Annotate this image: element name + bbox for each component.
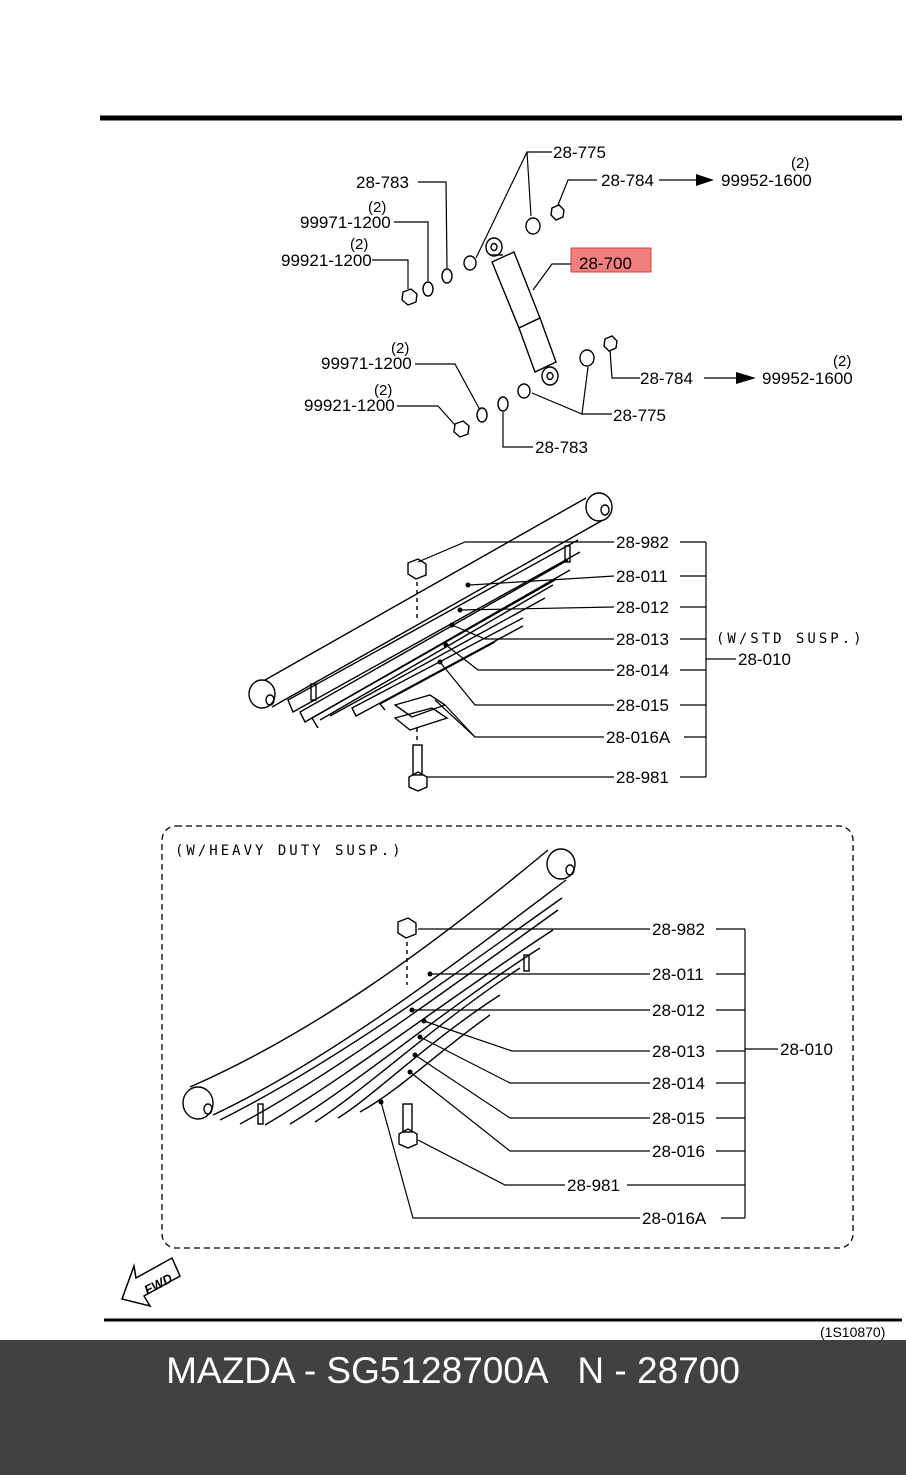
- part-label[interactable]: 99971-1200: [300, 213, 391, 232]
- heavy-susp-note: (W/HEAVY DUTY SUSP.): [175, 843, 404, 859]
- quantity-label: (2): [368, 199, 386, 216]
- footer-bar: [0, 1340, 906, 1475]
- std-leaf-spring-drawing: [248, 492, 613, 792]
- highlight-box: [570, 247, 652, 273]
- part-label[interactable]: 99921-1200: [281, 251, 372, 270]
- assembly-label[interactable]: 28-010: [738, 650, 791, 669]
- part-label[interactable]: 28-015: [652, 1109, 705, 1128]
- part-label[interactable]: 28-981: [567, 1176, 620, 1195]
- quantity-label: (2): [391, 340, 409, 357]
- part-label[interactable]: 28-013: [616, 630, 669, 649]
- reference-label[interactable]: 99952-1600: [762, 369, 853, 388]
- shock-leaders: [372, 151, 738, 448]
- quantity-label: (2): [374, 382, 392, 399]
- bolt-icon: [412, 744, 423, 776]
- heavy-spring-leaders: [380, 928, 778, 1219]
- part-label[interactable]: 99921-1200: [304, 396, 395, 415]
- reference-label[interactable]: 99952-1600: [721, 171, 812, 190]
- nut-icon: [603, 335, 618, 352]
- part-label[interactable]: 28-014: [652, 1074, 705, 1093]
- nut-icon: [401, 288, 418, 306]
- nut-icon: [550, 204, 565, 221]
- highlighted-part-label[interactable]: 28-700: [579, 254, 632, 273]
- parts-diagram: 28-775 28-784 99952-1600 (2) 28-783 (2) …: [100, 115, 902, 1340]
- quantity-label: (2): [350, 236, 368, 253]
- part-label[interactable]: 28-783: [535, 438, 588, 457]
- bushing-icon: [441, 268, 453, 284]
- arrow-icon: [736, 372, 756, 384]
- fwd-arrow-icon: FWD: [121, 1256, 181, 1308]
- washer-icon: [476, 407, 488, 423]
- nut-icon: [397, 917, 417, 939]
- nut-icon: [407, 558, 427, 580]
- part-label[interactable]: 28-982: [652, 920, 705, 939]
- assembly-label[interactable]: 28-010: [780, 1040, 833, 1059]
- washer-icon: [422, 281, 434, 297]
- part-label[interactable]: 28-784: [601, 171, 654, 190]
- nut-icon: [453, 420, 470, 438]
- part-label[interactable]: 28-775: [553, 143, 606, 162]
- part-label[interactable]: 28-981: [616, 768, 669, 787]
- part-label[interactable]: 28-982: [616, 533, 669, 552]
- bushing-icon: [579, 349, 595, 367]
- std-spring-leaders: [417, 541, 736, 778]
- part-label[interactable]: 28-014: [616, 661, 669, 680]
- part-label[interactable]: 28-016A: [606, 728, 671, 747]
- part-label[interactable]: 28-783: [356, 173, 409, 192]
- heavy-leaf-spring-drawing: [182, 848, 576, 1149]
- part-label[interactable]: 28-011: [652, 965, 704, 984]
- part-label[interactable]: 28-012: [616, 598, 669, 617]
- diagram-code: (1S10870): [820, 1324, 885, 1340]
- bushing-icon: [517, 383, 531, 399]
- shock-absorber-group: [401, 204, 618, 438]
- footer-title: MAZDA - SG5128700A N - 28700: [166, 1350, 740, 1391]
- part-label[interactable]: 28-015: [616, 696, 669, 715]
- std-susp-note: (W/STD SUSP.): [716, 631, 865, 647]
- bolt-icon: [402, 1103, 413, 1133]
- part-label[interactable]: 28-016A: [642, 1209, 707, 1228]
- arrow-icon: [696, 174, 714, 186]
- part-label[interactable]: 28-784: [640, 369, 693, 388]
- part-label[interactable]: 28-016: [652, 1142, 705, 1161]
- shock-absorber-drawing: [485, 237, 559, 386]
- part-label[interactable]: 28-013: [652, 1042, 705, 1061]
- bushing-icon: [463, 255, 477, 271]
- bushing-icon: [525, 217, 541, 235]
- bushing-icon: [497, 396, 509, 412]
- part-label[interactable]: 99971-1200: [321, 354, 412, 373]
- heavy-duty-frame: [161, 825, 854, 1249]
- part-label[interactable]: 28-011: [616, 567, 668, 586]
- quantity-label: (2): [833, 353, 851, 370]
- part-label[interactable]: 28-012: [652, 1001, 705, 1020]
- quantity-label: (2): [791, 155, 809, 172]
- part-label[interactable]: 28-775: [613, 406, 666, 425]
